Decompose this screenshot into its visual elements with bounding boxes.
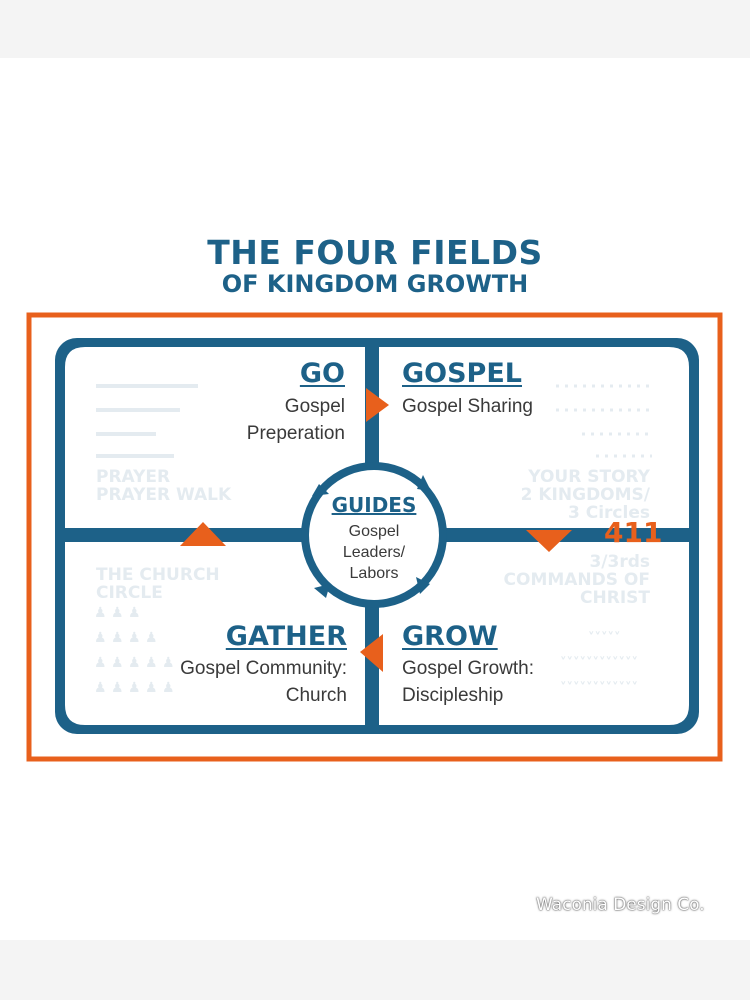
svg-text:♟ ♟ ♟ ♟: ♟ ♟ ♟ ♟ — [94, 630, 158, 646]
cycle-arrows — [312, 475, 431, 598]
gather-description: Gospel Community: Church — [180, 658, 347, 706]
gospel-description: Gospel Sharing — [402, 396, 533, 417]
quadrant-go — [65, 347, 365, 528]
guides-heading: GUIDES — [331, 493, 417, 517]
svg-text:♟ ♟ ♟ ♟ ♟: ♟ ♟ ♟ ♟ ♟ — [94, 680, 175, 696]
faint-label-church: THE CHURCH CIRCLE — [96, 565, 220, 603]
faint-label-commands: 3/3rds COMMANDS OF CHRIST — [503, 552, 650, 608]
quadrant-grow — [379, 542, 689, 725]
svg-text:♟ ♟ ♟ ♟ ♟: ♟ ♟ ♟ ♟ ♟ — [94, 655, 175, 671]
faint-label-prayer: PRAYER PRAYER WALK — [96, 467, 232, 505]
designer-credit: Waconia Design Co. — [536, 895, 705, 915]
diagram-subtitle: OF KINGDOM GROWTH — [221, 270, 529, 298]
quadrant-gather — [65, 542, 365, 725]
grow-heading: GROW — [402, 621, 498, 652]
faint-lines — [96, 384, 198, 458]
gospel-heading: GOSPEL — [402, 358, 522, 389]
grow-description: Gospel Growth: Discipleship — [402, 658, 534, 706]
faint-checks: ˅˅˅˅˅ ˅˅˅˅˅˅˅˅˅˅˅˅ ˅˅˅˅˅˅˅˅˅˅˅˅ — [560, 631, 638, 696]
gather-heading: GATHER — [225, 621, 347, 652]
orange-arrows — [180, 388, 572, 672]
quadrant-gospel — [379, 347, 689, 528]
outer-frame — [26, 312, 723, 762]
svg-text:˅˅˅˅˅˅˅˅˅˅˅˅: ˅˅˅˅˅˅˅˅˅˅˅˅ — [560, 681, 638, 696]
faint-figures: ♟ ♟ ♟ ♟ ♟ ♟ ♟ ♟ ♟ ♟ ♟ ♟ ♟ ♟ ♟ ♟ ♟ — [94, 605, 175, 696]
faint-number: 411 — [604, 516, 663, 549]
go-heading: GO — [299, 358, 345, 389]
diagram-title: THE FOUR FIELDS — [207, 233, 543, 272]
svg-text:♟ ♟ ♟: ♟ ♟ ♟ — [94, 605, 141, 621]
svg-text:˅˅˅˅˅˅˅˅˅˅˅˅: ˅˅˅˅˅˅˅˅˅˅˅˅ — [560, 656, 638, 671]
svg-text:˅˅˅˅˅: ˅˅˅˅˅ — [588, 631, 621, 646]
go-description: Gospel Preperation — [246, 396, 345, 444]
faint-dots — [556, 384, 652, 458]
faint-label-story: YOUR STORY 2 KINGDOMS/ 3 Circles — [520, 467, 650, 523]
